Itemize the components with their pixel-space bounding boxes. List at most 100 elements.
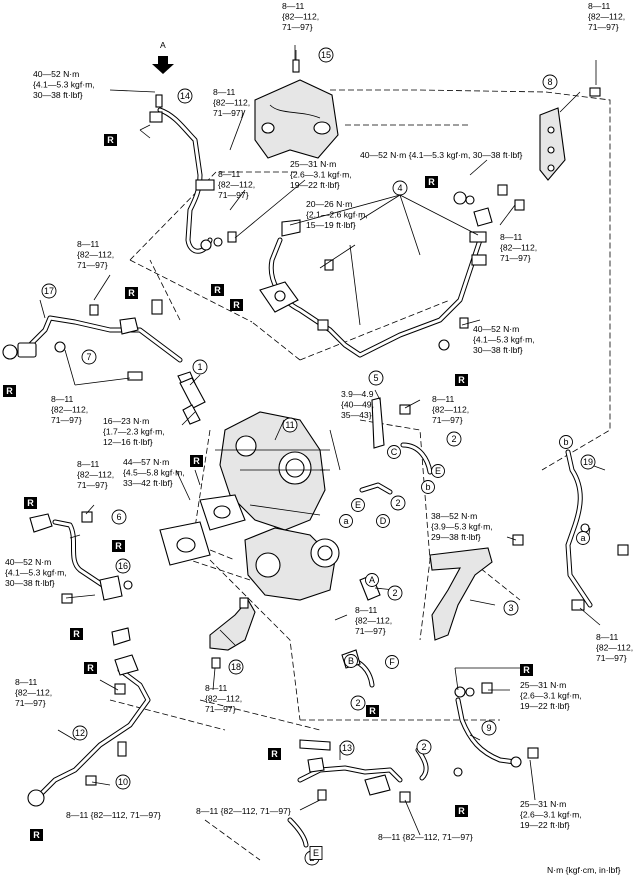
- replace-part-mark: R: [30, 829, 43, 841]
- replace-mark-text: R: [271, 749, 278, 759]
- torque-spec-t-top15: 8—11{82—112,71—97}: [282, 1, 319, 32]
- part-callout-18: 18: [228, 659, 244, 675]
- torque-line: {3.9—5.3 kgf·m,: [431, 522, 493, 532]
- part-17-water-pipe: [2, 299, 201, 401]
- torque-line: 71—97}: [355, 626, 386, 636]
- replace-part-mark: R: [24, 497, 37, 509]
- part-15-heat-insulator: [254, 50, 339, 159]
- part-callout-2: 2: [390, 495, 406, 511]
- leader-lines: [39, 45, 606, 836]
- torque-line: 8—11: [77, 239, 100, 249]
- part-number: 5: [373, 373, 378, 383]
- torque-spec-t-mid14c: 25—31 N·m{2.6—3.1 kgf·m,19—22 ft·lbf}: [290, 159, 352, 190]
- torque-line: {1.7—2.3 kgf·m,: [103, 427, 165, 437]
- view-letter-text: E: [355, 500, 361, 510]
- torque-line: 40—52 N·m: [33, 69, 79, 79]
- torque-spec-t-left16: 40—52 N·m{4.1—5.3 kgf·m,30—38 ft·lbf}: [5, 557, 67, 588]
- part-number: 18: [231, 662, 241, 672]
- part-3-bracket: [429, 534, 524, 641]
- torque-line: 71—97}: [205, 704, 236, 714]
- torque-line: {82—112,: [588, 12, 625, 22]
- part-callout-14: 14: [177, 88, 193, 104]
- replace-mark-text: R: [115, 541, 122, 551]
- torque-line: {40—49,: [341, 400, 374, 410]
- part-number: 9: [486, 723, 491, 733]
- view-letter-a: a: [339, 514, 353, 528]
- part-callout-2: 2: [387, 585, 403, 601]
- view-letter-text: F: [389, 657, 395, 667]
- torque-line: 8—11: [596, 632, 619, 642]
- replace-part-mark: R: [520, 664, 533, 676]
- part-callout-10: 10: [115, 774, 131, 790]
- part-11-turbocharger: [215, 411, 340, 601]
- torque-line: 71—97}: [282, 22, 313, 32]
- part-16-pipe: [52, 511, 133, 604]
- part-callout-4: 4: [392, 180, 408, 196]
- torque-line: {4.1—5.3 kgf·m,: [473, 335, 535, 345]
- torque-line: {82—112,: [77, 470, 114, 480]
- torque-line: 25—31 N·m: [290, 159, 336, 169]
- part-14-oil-pipe: [139, 94, 237, 254]
- gaskets: [29, 494, 246, 566]
- torque-line: 16—23 N·m: [103, 416, 149, 426]
- part-number: 2: [395, 498, 400, 508]
- torque-line: 40—52 N·m {4.1—5.3 kgf·m, 30—38 ft·lbf}: [360, 150, 523, 160]
- part-number: 12: [75, 728, 85, 738]
- part-5-plate: [371, 397, 411, 449]
- torque-spec-t-left17: 8—11{82—112,71—97}: [77, 239, 114, 270]
- torque-line: {82—112,: [218, 180, 255, 190]
- torque-spec-t-left6: 8—11{82—112,71—97}: [77, 459, 114, 490]
- view-letter-text: a: [580, 533, 585, 543]
- torque-line: 8—11 {82—112, 71—97}: [196, 806, 291, 816]
- part-number: 7: [86, 352, 91, 362]
- torque-line: 8—11: [213, 87, 236, 97]
- torque-line: 30—38 ft·lbf}: [33, 90, 83, 100]
- torque-line: 40—52 N·m: [473, 324, 519, 334]
- torque-line: 8—11: [588, 1, 611, 11]
- replace-mark-text: R: [87, 663, 94, 673]
- part-number: 3: [508, 603, 513, 613]
- torque-line: 29—38 ft·lbf}: [431, 532, 481, 542]
- part-callout-17: 17: [41, 283, 57, 299]
- torque-line: {82—112,: [205, 694, 242, 704]
- part-callout-9: 9: [481, 720, 497, 736]
- torque-line: 19—22 ft·lbf}: [520, 701, 570, 711]
- torque-spec-t-right4d: 40—52 N·m{4.1—5.3 kgf·m,30—38 ft·lbf}: [473, 324, 535, 355]
- torque-spec-t-right9a: 25—31 N·m{2.6—3.1 kgf·m,19—22 ft·lbf}: [520, 680, 582, 711]
- torque-line: 30—38 ft·lbf}: [5, 578, 55, 588]
- part-callout-8: 8: [542, 74, 558, 90]
- part-number: 13: [342, 743, 352, 753]
- torque-line: 44—57 N·m: [123, 457, 169, 467]
- torque-line: 12—16 ft·lbf}: [103, 437, 153, 447]
- part-callout-19: 19: [580, 454, 596, 470]
- torque-line: {4.1—5.3 kgf·m,: [5, 568, 67, 578]
- torque-line: {82—112,: [282, 12, 319, 22]
- part-12-pipe: [27, 627, 151, 807]
- torque-spec-t-left14: 40—52 N·m{4.1—5.3 kgf·m,30—38 ft·lbf}: [33, 69, 95, 100]
- part-number: 1: [197, 362, 202, 372]
- part-9-pipe: [453, 682, 539, 777]
- part-number-callouts: 1222222345678910111213141516171819: [41, 47, 596, 866]
- part-callout-2: 2: [446, 431, 462, 447]
- torque-line: 19—22 ft·lbf}: [290, 180, 340, 190]
- torque-line: 25—31 N·m: [520, 799, 566, 809]
- torque-line: {82—112,: [355, 616, 392, 626]
- torque-spec-t-mid18: 8—11{82—112,71—97}: [205, 683, 242, 714]
- torque-spec-t-mid4b: 20—26 N·m{2.1—2.6 kgf·m,15—19 ft·lbf}: [306, 199, 368, 230]
- part-4-oil-pipe: [259, 184, 525, 358]
- torque-spec-t-bot10: 8—11 {82—112, 71—97}: [66, 810, 161, 820]
- replace-part-mark: R: [104, 134, 117, 146]
- torque-line: 15—19 ft·lbf}: [306, 220, 356, 230]
- part-callout-15: 15: [318, 47, 334, 63]
- view-letter-e: E: [431, 464, 445, 478]
- torque-spec-t-bot13: 8—11 {82—112, 71—97}: [196, 806, 291, 816]
- part-19-pipe: [565, 449, 629, 611]
- part-number: 14: [180, 91, 190, 101]
- replace-mark-text: R: [73, 629, 80, 639]
- torque-line: 71—97}: [432, 415, 463, 425]
- part-callout-2: 2: [350, 695, 366, 711]
- torque-spec-t-bot13b: 8—11 {82—112, 71—97}: [378, 832, 473, 842]
- view-arrow-label: A: [160, 40, 166, 50]
- torque-spec-t-mid44: 44—57 N·m{4.5—5.8 kgf·m,33—42 ft·lbf}: [123, 457, 185, 488]
- part-18-bracket: [209, 597, 256, 669]
